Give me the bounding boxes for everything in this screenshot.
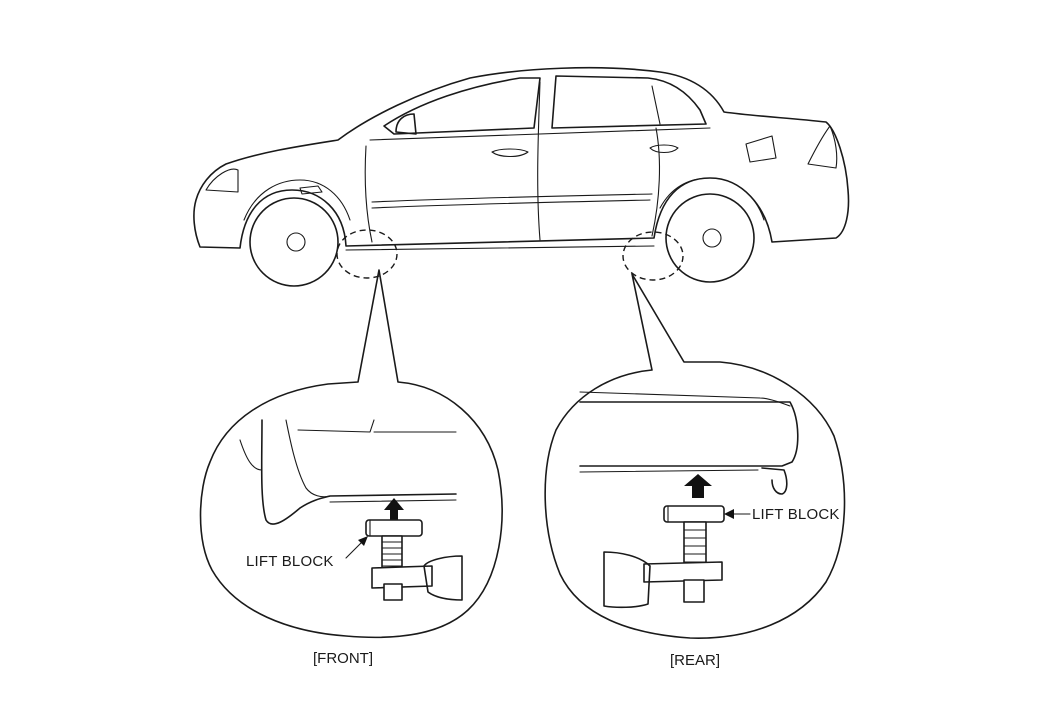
rear-detail-bubble <box>544 273 846 639</box>
front-lift-point-marker <box>336 229 398 279</box>
car-side-view <box>193 66 850 287</box>
front-detail-bubble <box>199 269 503 639</box>
rear-lift-point-marker <box>622 231 684 281</box>
front-caption: [FRONT] <box>313 650 373 667</box>
front-detail <box>239 419 463 601</box>
front-lift-block-label: LIFT BLOCK <box>246 553 334 570</box>
rear-detail <box>579 391 799 609</box>
rear-caption: [REAR] <box>670 652 721 669</box>
rear-lift-block-label: LIFT BLOCK <box>752 506 840 523</box>
